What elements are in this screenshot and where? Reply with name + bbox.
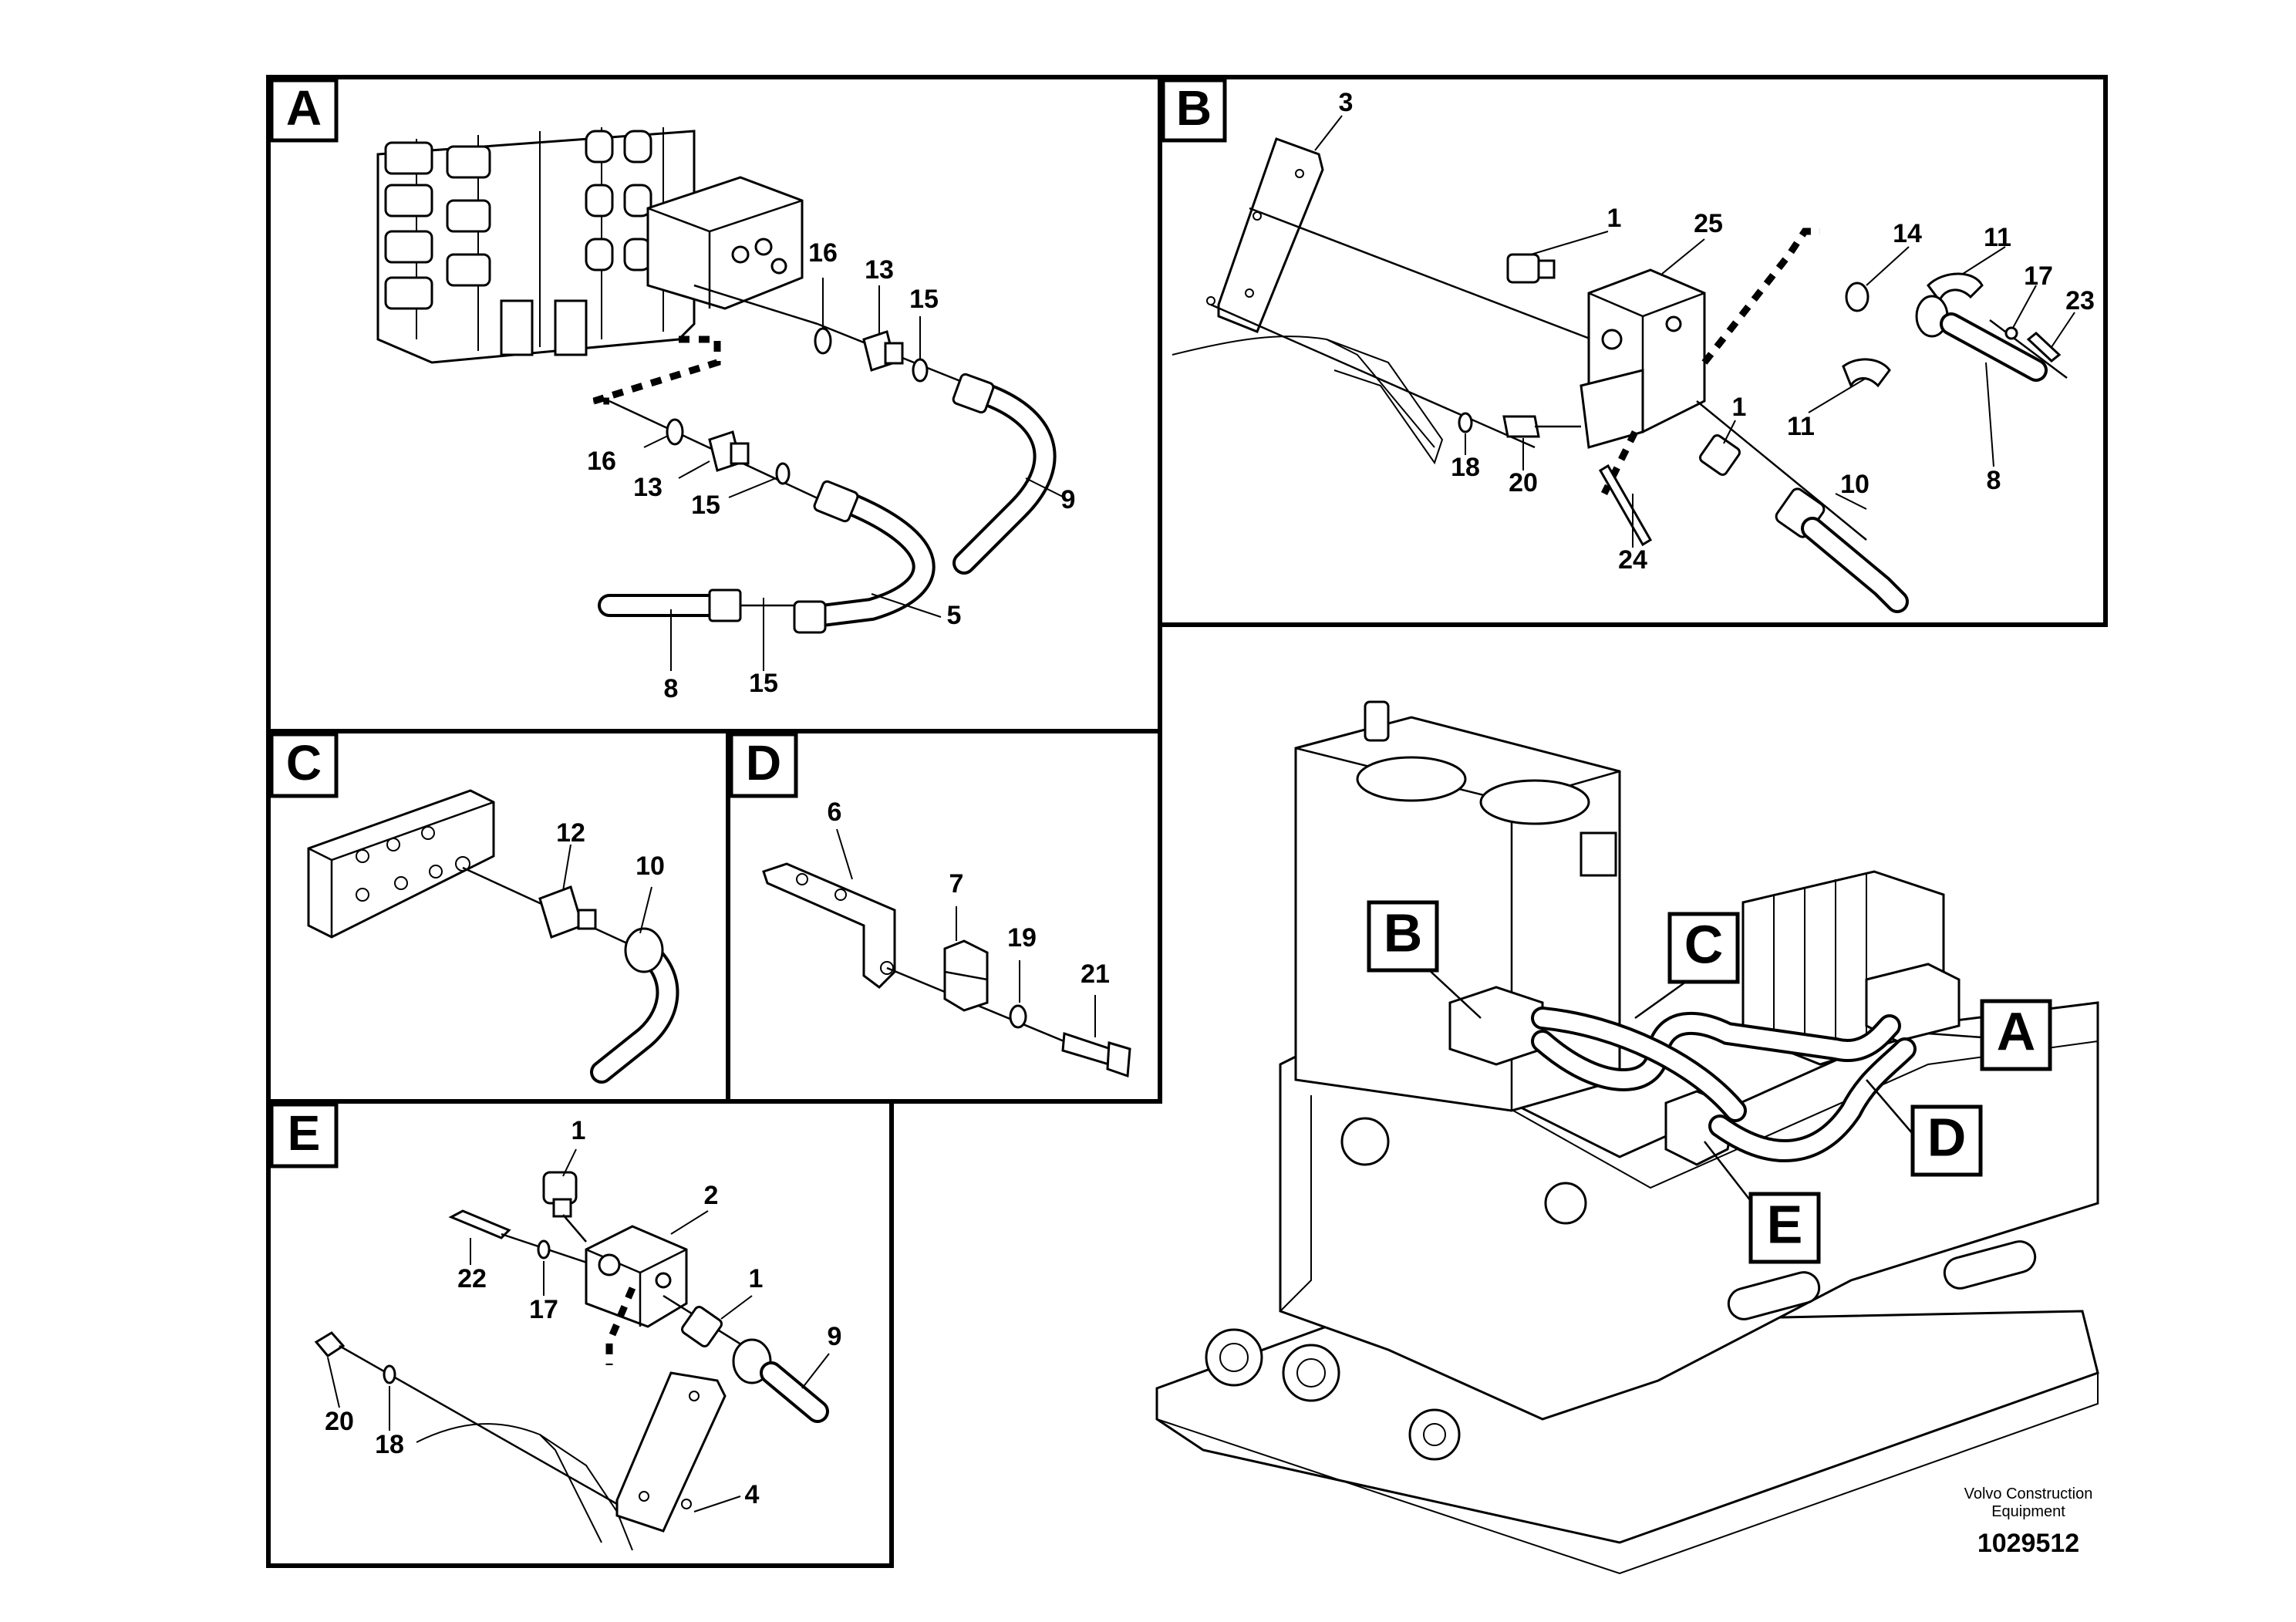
bracket-6 [762, 862, 896, 989]
label-e-2: 2 [704, 1181, 719, 1210]
label-b-10: 10 [1840, 470, 1870, 499]
label-d-19: 19 [1007, 923, 1037, 953]
label-b-23: 23 [2065, 286, 2095, 315]
label-d-6: 6 [828, 798, 842, 827]
callout-d-letter: D [1927, 1107, 1967, 1167]
panel-c-drawing: 12 10 [307, 789, 679, 1084]
valve-block-2 [585, 1225, 688, 1328]
panel-d-frame [726, 729, 1162, 1104]
label-e-20: 20 [325, 1407, 354, 1436]
panel-a-letter-box: A [269, 78, 339, 143]
label-b-11-upper: 11 [1984, 223, 2011, 252]
mounting-plate [307, 789, 495, 939]
clamp-7 [943, 939, 989, 1012]
label-c-10: 10 [636, 851, 665, 881]
panel-e-letter-box: E [269, 1102, 339, 1168]
label-b-14: 14 [1893, 219, 1922, 248]
label-e-17: 17 [529, 1295, 558, 1324]
label-a-13-lower: 13 [633, 473, 663, 502]
callout-b: B [1367, 900, 1439, 973]
panel-d-drawing: 6 7 19 21 [762, 798, 1131, 1078]
bolt-21 [1061, 1031, 1131, 1078]
footer: Volvo Construction Equipment 1029512 [1964, 1485, 2093, 1558]
panel-a-letter: A [286, 80, 322, 136]
panel-e-letter: E [288, 1105, 321, 1161]
adapter-13-upper [862, 330, 904, 372]
callout-c-letter: C [1684, 914, 1724, 974]
label-d-21: 21 [1081, 959, 1110, 989]
label-a-16-upper: 16 [808, 238, 838, 268]
panel-c-letter-box: C [269, 732, 339, 798]
callout-d: D [1910, 1104, 1983, 1177]
callout-b-letter: B [1384, 902, 1423, 963]
control-valve-block [376, 127, 804, 364]
panel-b-frame [1158, 75, 2108, 627]
fitting-1-upper [1506, 253, 1556, 284]
callout-e: E [1748, 1192, 1821, 1264]
document-number: 1029512 [1977, 1529, 2079, 1558]
panel-d-letter-box: D [729, 732, 798, 798]
callout-a-letter: A [1997, 1001, 2036, 1061]
label-b-3: 3 [1339, 88, 1354, 117]
label-b-8: 8 [1987, 466, 2001, 495]
callout-e-letter: E [1767, 1194, 1803, 1254]
label-b-24: 24 [1618, 545, 1647, 575]
label-c-12: 12 [556, 818, 585, 848]
label-e-1-upper: 1 [571, 1116, 586, 1145]
label-a-15-upper: 15 [909, 285, 939, 314]
label-b-1-lower: 1 [1732, 393, 1747, 422]
label-e-1-lower: 1 [749, 1264, 764, 1293]
panel-d-letter: D [746, 735, 781, 791]
panel-e-frame [266, 1099, 894, 1568]
label-a-16-lower: 16 [587, 447, 616, 476]
label-b-17: 17 [2024, 261, 2053, 291]
label-b-1-upper: 1 [1607, 204, 1622, 233]
label-a-5: 5 [947, 601, 962, 630]
callout-c: C [1667, 912, 1740, 984]
label-d-7: 7 [949, 869, 964, 899]
panel-b-letter-box: B [1161, 78, 1227, 143]
panel-e-drawing: 1 2 22 17 1 9 20 18 4 [314, 1116, 842, 1551]
valve-block-25 [1580, 268, 1706, 449]
label-e-4: 4 [745, 1480, 760, 1509]
label-b-25: 25 [1694, 209, 1723, 238]
panel-a-drawing: 16 13 15 16 13 15 9 5 8 15 [376, 127, 1076, 703]
label-a-8: 8 [664, 674, 679, 703]
label-a-15-lower: 15 [691, 491, 720, 520]
machine-overview: B C A D E [1155, 700, 2099, 1575]
label-a-9: 9 [1061, 485, 1076, 514]
credit-line-2: Equipment [1991, 1503, 2065, 1520]
label-e-9: 9 [828, 1322, 842, 1351]
label-b-20: 20 [1509, 468, 1538, 497]
credit-line-1: Volvo Construction [1964, 1485, 2093, 1502]
panel-b-drawing: 3 1 25 14 11 17 23 11 1 18 20 24 10 8 [1172, 88, 2095, 613]
label-a-15-bottom: 15 [749, 669, 778, 698]
label-e-22: 22 [457, 1264, 487, 1293]
callout-a: A [1980, 999, 2052, 1071]
adapter-13-lower [708, 430, 750, 472]
panel-c-letter: C [286, 735, 322, 791]
label-b-11-lower: 11 [1787, 412, 1815, 441]
panel-b-letter: B [1176, 80, 1212, 136]
label-e-18: 18 [375, 1430, 404, 1459]
label-a-13-upper: 13 [865, 255, 894, 285]
fitting-12 [538, 885, 597, 939]
label-b-18: 18 [1451, 453, 1480, 482]
